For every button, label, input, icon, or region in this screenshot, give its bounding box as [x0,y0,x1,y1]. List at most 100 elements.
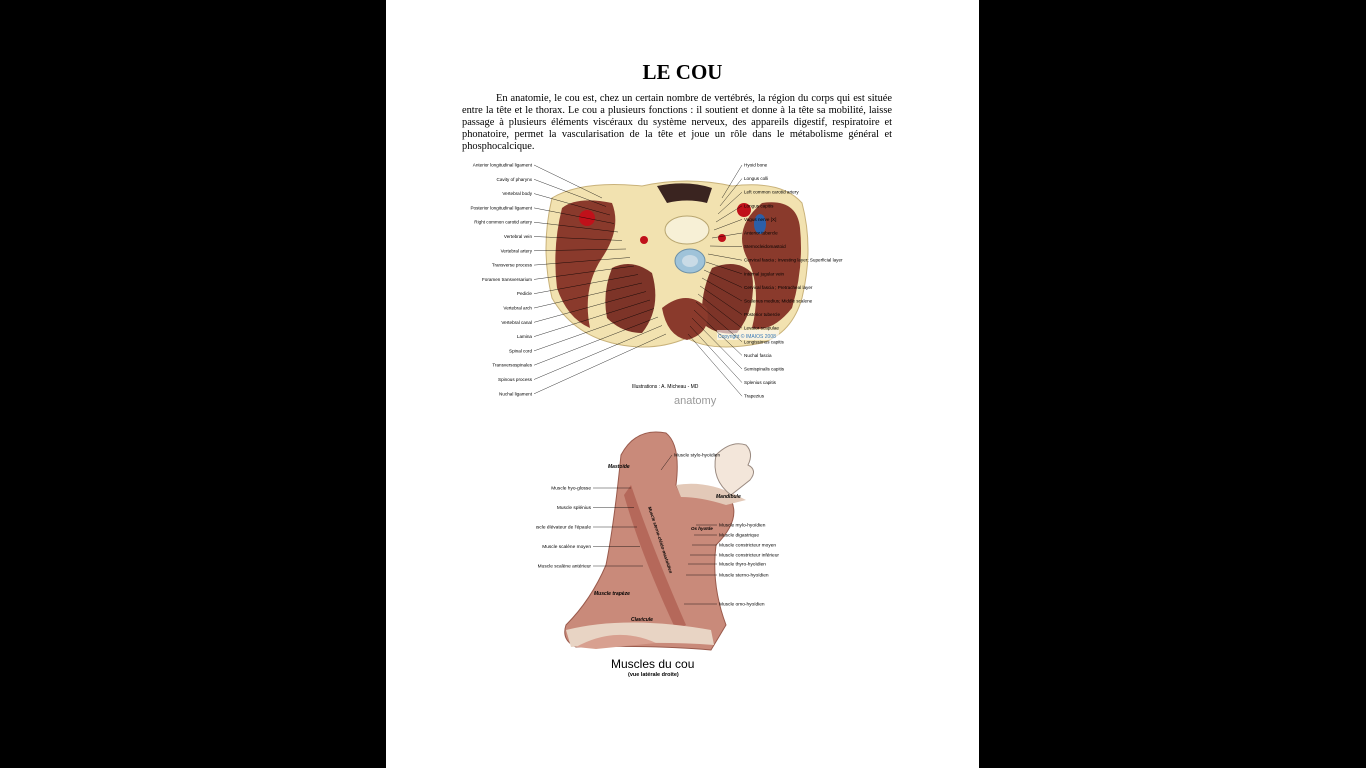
anatomy-label: Posterior longitudinal ligament [470,205,532,210]
anatomy-label: Anterior tubercle [744,231,778,236]
anatomy-label: Muscle scalène antérieur [538,564,592,570]
anatomy-label: Nuchal fascia [744,353,772,358]
leader-line [703,269,743,288]
anatomy-label: Trapezius [744,394,765,399]
anatomy-label: Pedicle [517,291,533,296]
neck-muscles-figure: Mastoïde Mandibule Os hyoïde Muscle trap… [536,431,779,678]
document-page: LE COU En anatomie, le cou est, chez un … [386,0,979,768]
intro-paragraph: En anatomie, le cou est, chez un certain… [462,93,892,152]
copyright-text: Copyright © IMAIOS 2008 [718,333,776,340]
leader-line [533,179,607,207]
anatomy-label: Longus colli [744,176,768,181]
anatomy-label: Levator scapulae [744,326,779,331]
leader-line [533,265,635,280]
leader-line [691,317,743,370]
leader-line [709,245,743,247]
anatomy-label: Longus capitis [744,203,774,208]
leader-line [533,248,627,251]
leader-line [533,257,631,266]
anatomy-label: Hyoid bone [744,163,768,168]
leader-line [533,316,659,366]
leader-line [699,285,743,315]
leader-line [695,301,743,342]
illustration-credit: Illustrations : A. Micheau - MD [632,384,699,390]
anatomy-label: Muscle stylo-hyoïdien [674,453,720,459]
anatomy-label: Transverse process [492,263,533,268]
anatomy-label: Left common carotid artery [744,190,799,195]
leader-line [533,299,651,337]
anatomy-label: Muscle splénius [557,505,592,511]
leader-line [711,232,743,239]
leader-line [660,454,673,471]
anatomy-label: Muscle mylo-hyoïdien [719,523,766,529]
label-mastoide: Mastoïde [608,464,630,470]
leader-line [717,192,743,215]
leader-line [701,277,743,302]
anatomy-label: Spinal cord [509,348,532,353]
figure-subcaption: (vue latérale droite) [628,672,679,678]
leader-line [715,205,743,223]
muscle-illustration [564,431,754,651]
anatomy-label: Muscle élévateur de l'épaule [536,525,591,531]
leader-line [533,193,611,216]
anatomy-label: Splenius capitis [744,380,777,385]
label-os-hyoide: Os hyoïde [691,526,713,531]
leader-line [533,236,623,241]
anatomy-label: Posterior tubercle [744,312,780,317]
label-clavicule: Clavicule [631,617,653,623]
anatomy-label: Vertebral canal [501,320,532,325]
leader-line [533,282,643,309]
anatomy-label: Sternocleidomastoid [744,244,786,249]
leader-line [689,325,743,383]
page-title: LE COU [642,60,723,84]
anatomy-label: Vertebral body [502,191,532,196]
anatomy-label: Scalenus medius; Middle scalene [744,299,813,304]
leader-line [533,291,647,323]
anatomy-label: Muscle sterno-hyoïdien [719,573,769,579]
anatomy-label: Anterior longitudinal ligament [473,163,533,168]
anatomy-label: Vagus nerve [X] [744,217,776,222]
anatomy-label: Muscle digastrique [719,533,759,539]
anatomy-label: Vertebral arch [503,306,532,311]
leader-line [697,293,743,329]
anatomy-label: Muscle thyro-hyoïdien [719,562,766,568]
anatomy-label: Cervical fascia ; Pretracheal layer [744,285,813,290]
anatomy-label: Muscle constricteur moyen [719,543,776,549]
leader-line [707,253,743,261]
anatomy-label: Cervical fascia ; Investing layer; Super… [744,258,843,263]
anatomy-logo: anatomy [674,395,717,407]
leader-line [533,164,603,199]
leader-line [533,308,655,352]
anatomy-label: Muscle scalène moyen [542,544,591,550]
leader-line [533,325,663,380]
label-mandibule: Mandibule [716,494,741,500]
leader-line [533,207,615,224]
leader-line [533,333,667,394]
anatomy-label: Cavity of pharynx [497,177,533,182]
anatomy-label: Foramen transversarium [482,277,532,282]
leader-line [713,219,743,231]
leader-line [533,274,639,294]
neck-cross-section-figure: Copyright © IMAIOS 2008 Illustrations : … [470,163,843,408]
leader-line [533,222,619,233]
leader-line [687,333,743,397]
anatomy-label: Muscle omo-hyoïdien [719,602,765,608]
anatomy-label: Lamina [517,334,533,339]
anatomy-label: Muscle constricteur inférieur [719,553,779,559]
leader-line [719,178,743,207]
anatomy-label: Semispinalis capitis [744,367,785,372]
leader-line [721,164,743,199]
anatomy-label: Vertebral vein [504,234,533,239]
anatomy-label: Internal jugular vein [744,271,785,276]
anatomy-label: Right common carotid artery [474,220,532,225]
anatomy-label: Transversospinales [492,363,532,368]
leader-line [693,309,743,356]
anatomy-label: Vertebral artery [501,248,533,253]
anatomy-label: Muscle hyo-glosse [551,486,591,492]
anatomy-label: Nuchal ligament [499,391,533,396]
cross-section-illustration [545,180,809,348]
figure-caption: Muscles du cou [611,657,694,671]
